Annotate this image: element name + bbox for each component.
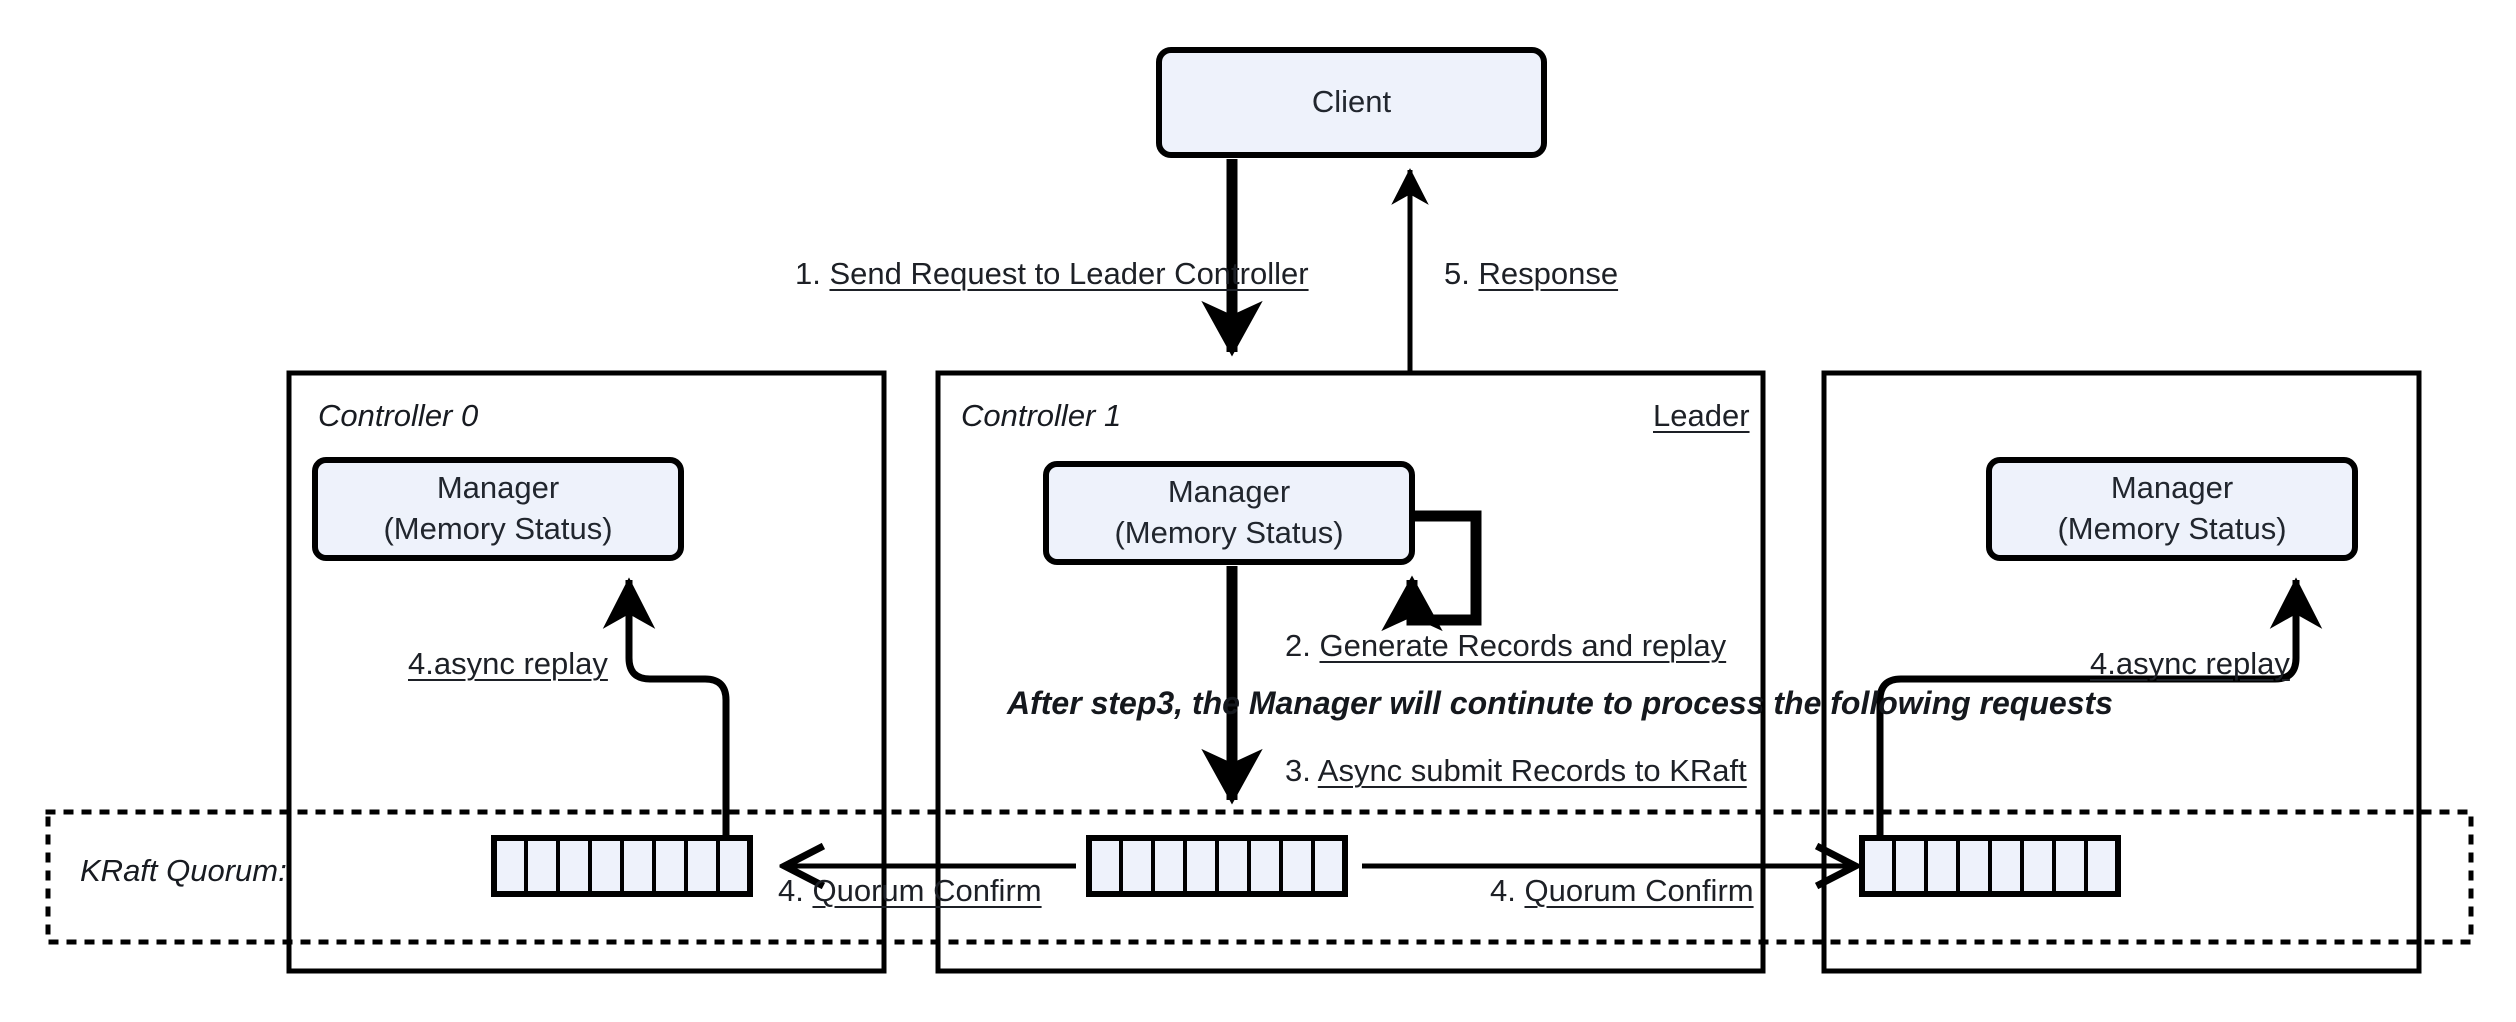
step-2-label: 2. Generate Records and replay	[1285, 630, 1726, 661]
step-4-quorum-left-text: Quorum Confirm	[812, 873, 1042, 908]
controller-0-title: Controller 0	[318, 398, 479, 433]
controller-0-frame	[286, 370, 887, 974]
kraft-quorum-label: KRaft Quorum:	[80, 853, 287, 888]
controller-1-role-badge: Leader	[1653, 398, 1750, 433]
controller-1-frame	[935, 370, 1766, 974]
arrow-async-replay-right	[1876, 577, 2323, 838]
step-2-text: Generate Records and replay	[1319, 628, 1727, 663]
step-2-number: 2.	[1285, 628, 1311, 663]
controller-2-frame	[1821, 370, 2422, 974]
step-3-label: 3. Async submit Records to KRaft	[1285, 755, 1747, 786]
controller-1-title: Controller 1	[961, 398, 1122, 433]
step-5-number: 5.	[1444, 256, 1470, 291]
log-segments-controller-1	[1086, 835, 1348, 897]
step-1-number: 1.	[795, 256, 821, 291]
step-4-quorum-left-number: 4.	[778, 873, 804, 908]
step-1-label: 1. Send Request to Leader Controller	[795, 258, 1309, 289]
async-replay-label-right: 4.async replay	[2090, 648, 2290, 679]
step-5-label: 5. Response	[1444, 258, 1618, 289]
log-segments-controller-0	[491, 835, 753, 897]
manager-box-controller-0	[312, 457, 684, 561]
step-4-quorum-right-number: 4.	[1490, 873, 1516, 908]
arrow-generate-records-replay	[1381, 510, 1482, 632]
client-box	[1156, 47, 1547, 158]
arrow-async-replay-left	[602, 577, 730, 838]
async-replay-label-left: 4.async replay	[408, 648, 608, 679]
step-1-text: Send Request to Leader Controller	[829, 256, 1309, 291]
kraft-quorum-container	[45, 809, 2474, 945]
step-4-quorum-right-label: 4. Quorum Confirm	[1490, 875, 1754, 906]
step-3-number: 3.	[1285, 753, 1311, 788]
async-replay-text-right: 4.async replay	[2090, 646, 2290, 681]
manager-box-controller-1	[1043, 461, 1415, 565]
process-note: After step3, the Manager will continute …	[1007, 685, 2113, 721]
log-segments-controller-2	[1859, 835, 2121, 897]
manager-box-controller-2	[1986, 457, 2358, 561]
step-4-quorum-left-label: 4. Quorum Confirm	[778, 875, 1042, 906]
step-5-text: Response	[1478, 256, 1619, 291]
async-replay-text-left: 4.async replay	[408, 646, 608, 681]
step-3-text: Async submit Records to KRaft	[1317, 753, 1747, 788]
step-4-quorum-right-text: Quorum Confirm	[1524, 873, 1754, 908]
